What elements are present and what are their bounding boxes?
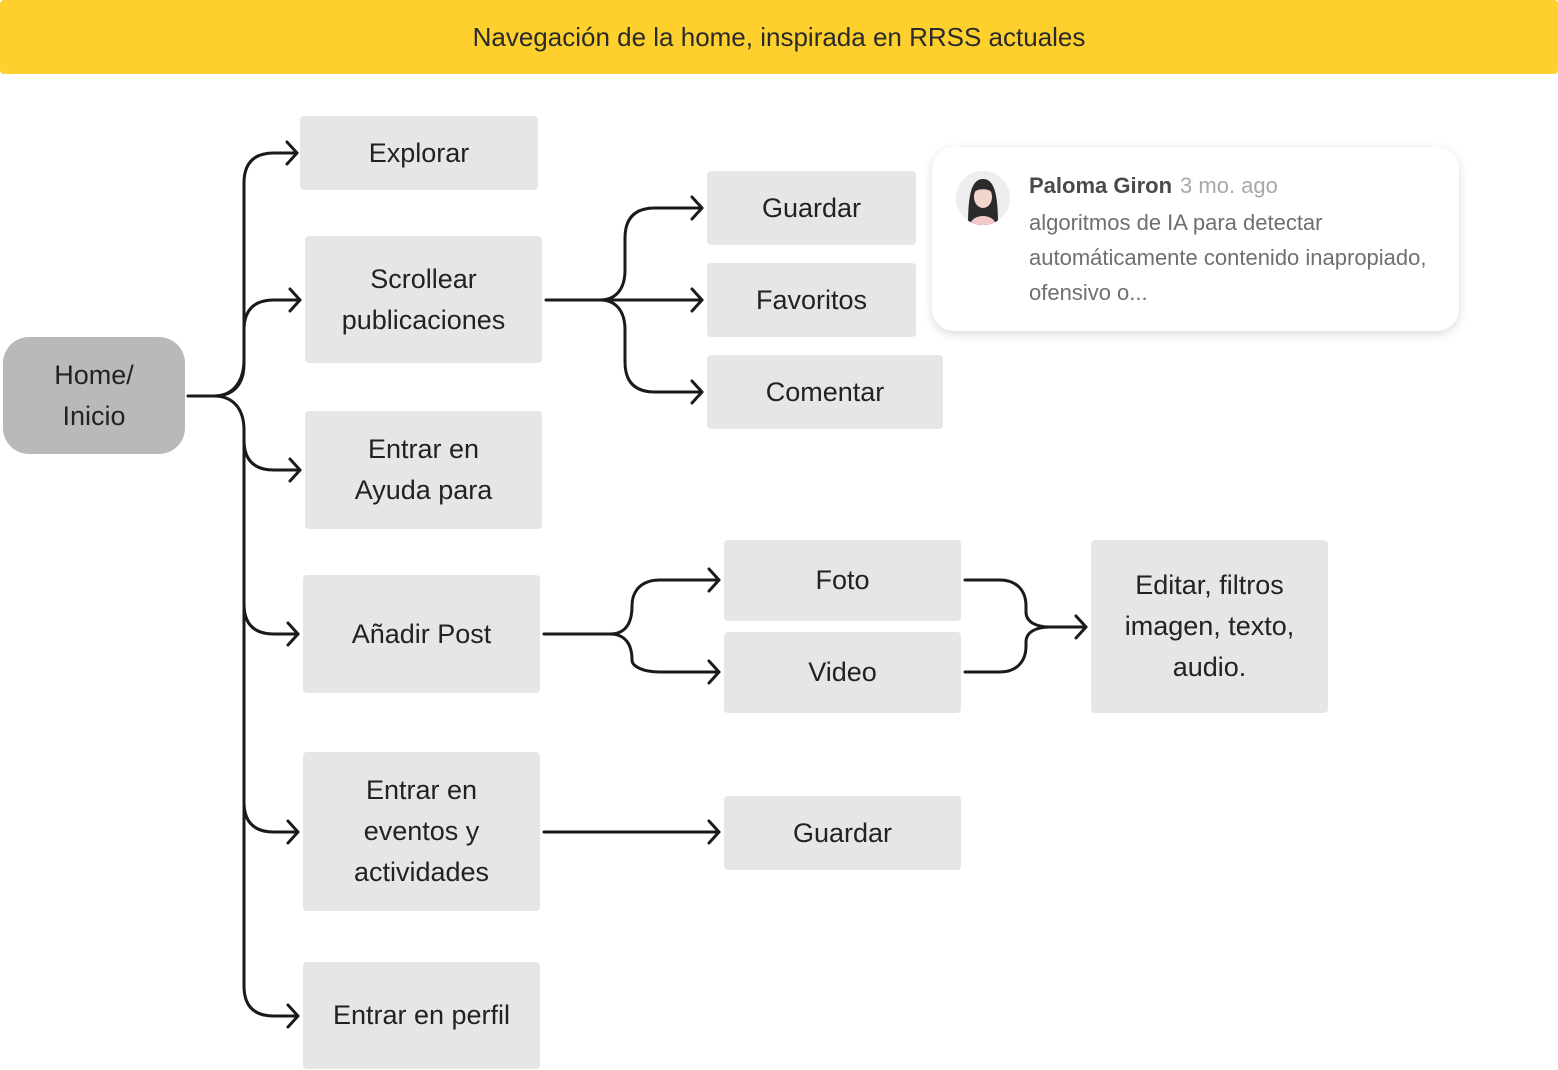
arrowhead-eventos [286, 819, 300, 845]
connector-anadir-video [608, 632, 721, 674]
comment-author: Paloma Giron [1029, 173, 1173, 198]
comment-time: 3 mo. ago [1180, 173, 1278, 198]
node-video: Video [724, 632, 961, 713]
connector-scrollear-comentar [598, 298, 704, 394]
arrowhead-perfil [286, 1003, 300, 1029]
node-explorar: Explorar [300, 116, 538, 190]
arrowhead-foto [707, 567, 721, 593]
connector-home-eventos [242, 602, 300, 834]
arrowhead-explorar [285, 140, 299, 166]
avatar [956, 171, 1010, 225]
arrowhead-guardar [690, 195, 704, 221]
arrowhead-scrollear [288, 287, 302, 313]
connector-anadir-foto [542, 578, 721, 636]
arrowhead-favoritos [690, 287, 704, 313]
node-foto: Foto [724, 540, 961, 621]
connector-home-ayuda [212, 394, 302, 472]
connector-scrollear-guardar [598, 206, 704, 302]
comment-meta: Paloma Giron 3 mo. ago [1029, 171, 1278, 201]
node-editar: Editar, filtros imagen, texto, audio. [1091, 540, 1328, 713]
node-guardar-evento: Guardar [724, 796, 961, 870]
node-ayuda: Entrar en Ayuda para [305, 411, 542, 529]
arrowhead-editar [1074, 614, 1088, 640]
arrowhead-comentar [690, 379, 704, 405]
arrowhead-ayuda [288, 457, 302, 483]
node-perfil: Entrar en perfil [303, 962, 540, 1069]
connector-home-scrollear [212, 298, 302, 398]
node-home: Home/ Inicio [3, 337, 185, 454]
connector-home-perfil [242, 800, 300, 1018]
user-avatar-icon [956, 171, 1010, 225]
node-scrollear: Scrollear publicaciones [305, 236, 542, 363]
diagram-title: Navegación de la home, inspirada en RRSS… [472, 21, 1086, 52]
diagram-title-banner: Navegación de la home, inspirada en RRSS… [0, 0, 1558, 74]
node-eventos: Entrar en eventos y actividades [303, 752, 540, 911]
connector-foto-editar [963, 578, 1088, 629]
arrowhead-video [707, 659, 721, 685]
comment-text: algoritmos de IA para detectar automátic… [1029, 210, 1427, 305]
arrowhead-guardar-evento [707, 819, 721, 845]
comment-card: Paloma Giron 3 mo. ago algoritmos de IA p… [932, 147, 1459, 331]
node-guardar: Guardar [707, 171, 916, 245]
arrowhead-anadir [286, 621, 300, 647]
node-anadir-post: Añadir Post [303, 575, 540, 693]
node-comentar: Comentar [707, 355, 943, 429]
connector-video-editar [963, 625, 1052, 674]
node-favoritos: Favoritos [707, 263, 916, 337]
